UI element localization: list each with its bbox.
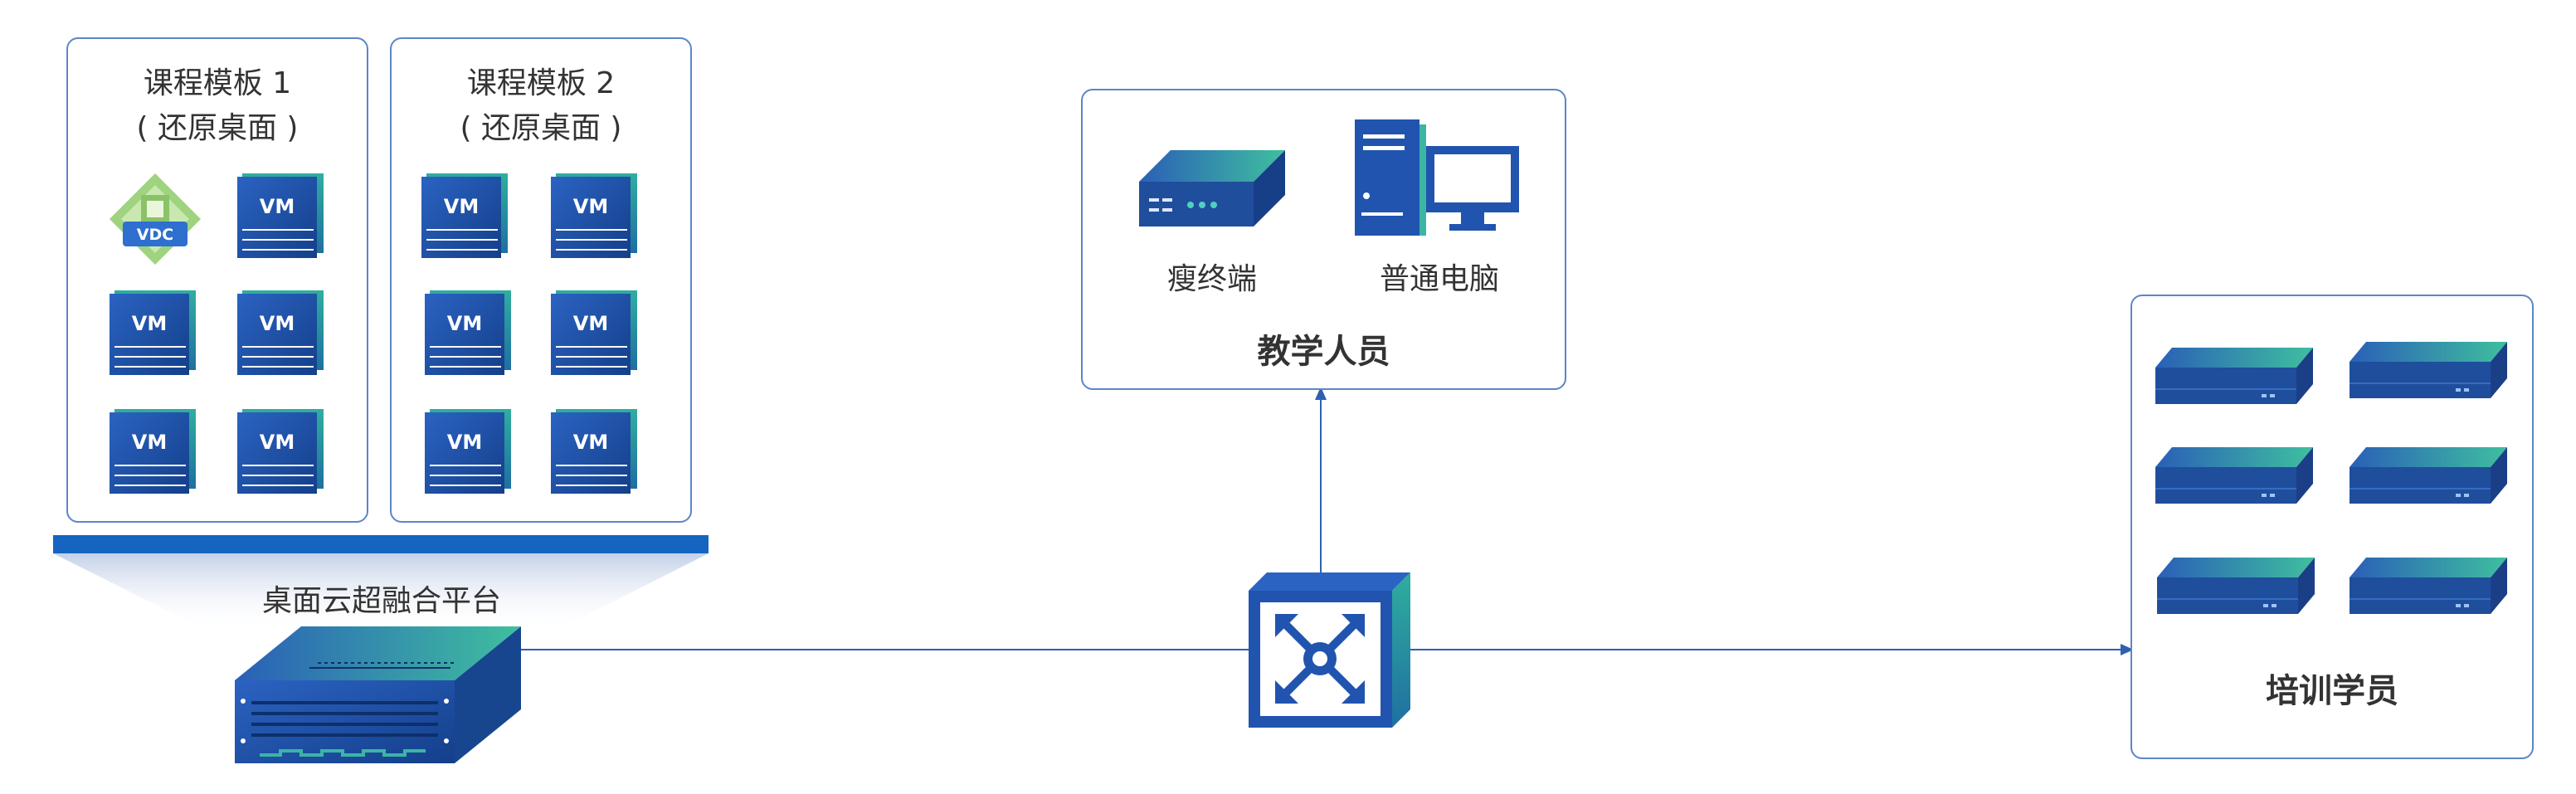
template-2-title: 课程模板 2 [466, 66, 616, 100]
vdc-icon: VDC [108, 173, 202, 266]
vm-icon: VM [109, 408, 197, 497]
teachers-box: 瘦终端 普通电脑 教学人员 [1081, 89, 1566, 390]
vm-icon: VM [236, 408, 324, 497]
platform-bar [53, 535, 709, 553]
desktop-pc-icon [1355, 119, 1521, 243]
svg-text:VM: VM [573, 195, 608, 218]
terminal-device-icon [2155, 347, 2315, 409]
course-template-2-box: 课程模板 2 ( 还原桌面 ) VM VM VM VM VM VM [390, 37, 692, 523]
vdc-label: VDC [137, 226, 173, 244]
template-1-subtitle: ( 还原桌面 ) [136, 111, 299, 145]
platform-fan [53, 535, 709, 626]
svg-text:VM: VM [447, 312, 482, 335]
svg-text:VM: VM [260, 431, 295, 454]
thin-client-label: 瘦终端 [1166, 262, 1257, 296]
terminal-device-icon [2156, 557, 2316, 619]
vm-icon: VM [550, 408, 638, 497]
vm-icon: VM [424, 290, 512, 378]
arrow-to-trainees [2121, 644, 2134, 655]
teachers-title: 教学人员 [1257, 333, 1390, 371]
template-2-subtitle: ( 还原桌面 ) [460, 111, 622, 145]
server-icon [235, 626, 525, 775]
svg-text:VM: VM [132, 312, 167, 335]
template-1-title: 课程模板 1 [143, 66, 292, 100]
vm-icon: VM [550, 173, 638, 261]
svg-text:VM: VM [573, 312, 608, 335]
platform-label: 桌面云超融合平台 [261, 584, 501, 618]
switch-icon [1249, 572, 1415, 733]
terminal-device-icon [2349, 446, 2509, 509]
vm-icon: VM [236, 173, 324, 261]
arrow-to-teachers [1315, 387, 1327, 400]
vm-icon: VM [424, 408, 512, 497]
trainees-box: 培训学员 [2130, 295, 2534, 759]
svg-text:VM: VM [444, 195, 479, 218]
terminal-device-icon [2349, 557, 2509, 619]
vm-icon: VM [550, 290, 638, 378]
course-template-1-box: 课程模板 1 ( 还原桌面 ) VDC VM VM VM VM VM [66, 37, 368, 523]
vm-icon: VM [421, 173, 509, 261]
terminal-device-icon [2155, 446, 2315, 509]
thin-client-icon [1137, 150, 1287, 236]
svg-text:VM: VM [260, 312, 295, 335]
svg-text:VM: VM [260, 195, 295, 218]
svg-text:VM: VM [447, 431, 482, 454]
pc-label: 普通电脑 [1379, 262, 1499, 296]
svg-text:VM: VM [132, 431, 167, 454]
svg-text:VM: VM [573, 431, 608, 454]
terminal-device-icon [2349, 341, 2509, 403]
vm-icon: VM [109, 290, 197, 378]
trainees-title: 培训学员 [2266, 672, 2398, 710]
vm-icon: VM [236, 290, 324, 378]
